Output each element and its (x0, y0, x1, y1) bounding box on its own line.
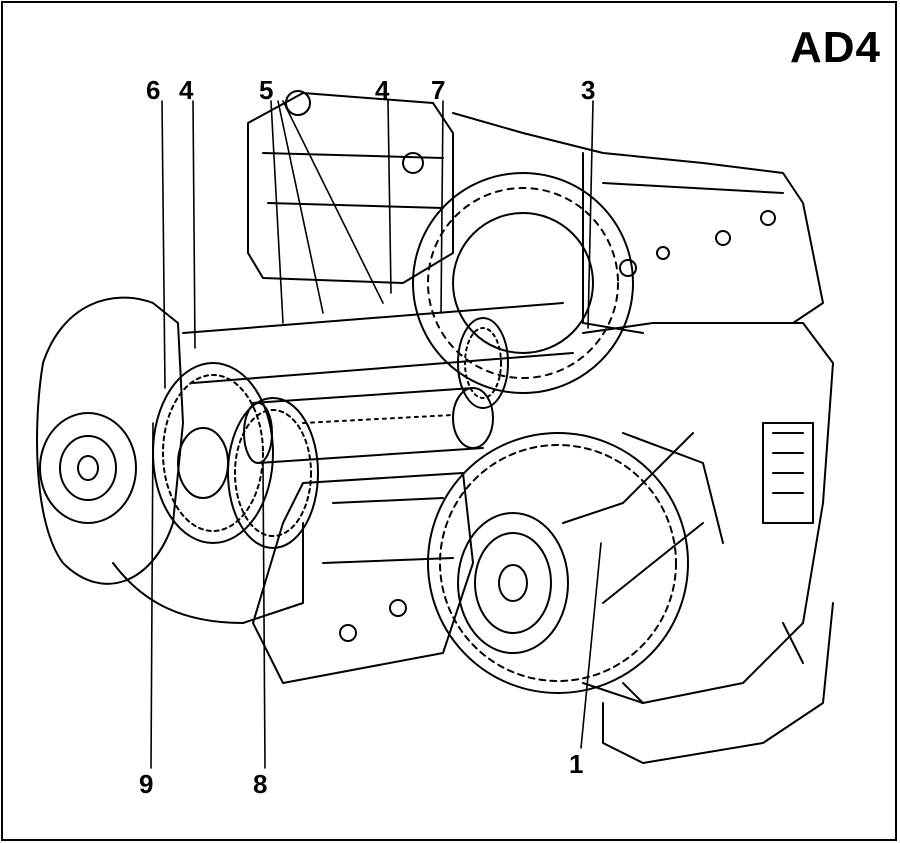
callout-9: 9 (139, 769, 154, 799)
left-housing (36, 296, 184, 585)
callout-3: 3 (581, 75, 596, 105)
transmission-cutaway-illustration (36, 90, 834, 769)
gear-cluster-8 (227, 397, 319, 549)
model-code: AD4 (789, 23, 881, 72)
callout-4-right: 4 (375, 75, 390, 105)
main-shaft (182, 302, 574, 384)
lower-housing (252, 472, 474, 684)
ring-gear (412, 172, 634, 394)
differential-ring (427, 432, 689, 694)
gear-cluster-left (152, 362, 274, 544)
callout-6: 6 (146, 75, 161, 105)
callout-8: 8 (253, 769, 268, 799)
right-output-flange (457, 512, 569, 654)
hydraulic-block (247, 92, 454, 284)
callout-4-left: 4 (179, 75, 194, 105)
callout-7: 7 (431, 75, 446, 105)
left-output-flange (39, 412, 137, 524)
callout-1: 1 (569, 749, 584, 779)
right-housing (582, 322, 834, 704)
callout-5: 5 (259, 75, 274, 105)
